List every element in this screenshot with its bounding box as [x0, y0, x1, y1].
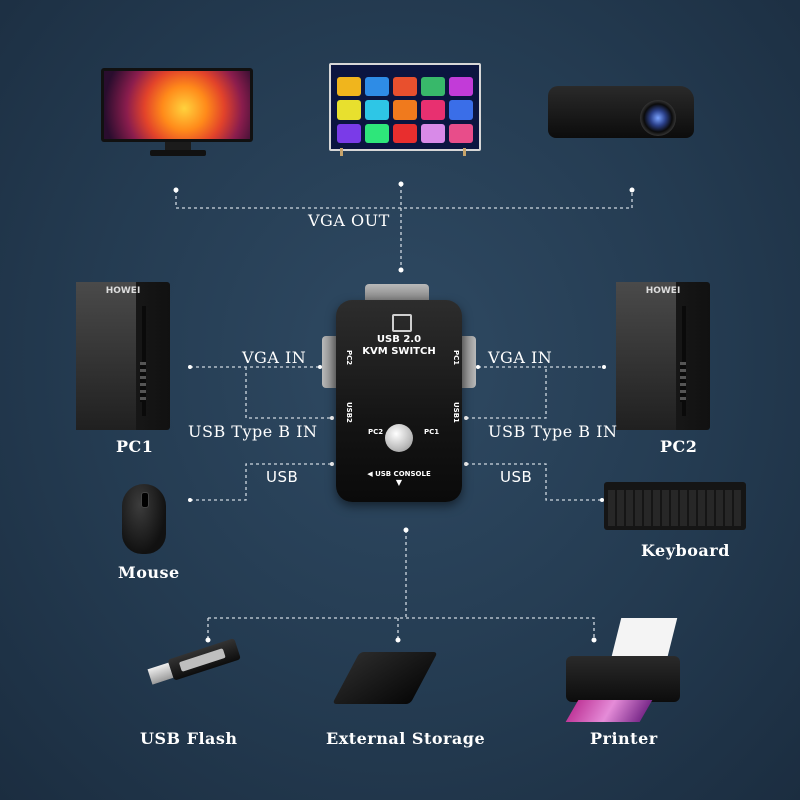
pc1-label: PC1 — [116, 437, 154, 456]
pc2-tower-image: HOWEI — [616, 282, 710, 430]
kvm-usb1-label: USB1 — [452, 402, 460, 423]
usb-right-label: USB — [500, 468, 533, 486]
mouse-label: Mouse — [118, 563, 180, 582]
usb-port-icon — [392, 314, 412, 332]
vga-in-pc2-port — [322, 336, 340, 388]
usb-b-left-line — [245, 367, 332, 419]
vga-in-right-label: VGA IN — [488, 348, 553, 367]
kvm-title-line1: USB 2.0 — [376, 334, 422, 345]
tower-brand-right: HOWEI — [645, 286, 681, 296]
usb-right-line — [466, 463, 602, 501]
bottom-bus-line — [208, 617, 595, 640]
kvm-switch-button[interactable] — [385, 424, 413, 452]
kvm-port-pc2-label: PC2 — [345, 350, 353, 366]
usb-left-label: USB — [266, 468, 299, 486]
vga-out-line — [175, 190, 633, 209]
printer-label: Printer — [590, 729, 658, 748]
usb-left-line — [190, 463, 332, 501]
kvm-usb2-label: USB2 — [345, 402, 353, 423]
kvm-title-line2: KVM SWITCH — [362, 346, 436, 357]
usb-type-b-left-label: USB Type B IN — [188, 422, 318, 441]
keyboard-label: Keyboard — [641, 541, 730, 560]
external-storage-label: External Storage — [326, 729, 486, 748]
usb-b-right-line — [466, 367, 547, 419]
vga-in-pc1-port — [458, 336, 476, 388]
keyboard-image — [604, 482, 746, 530]
vga-in-left-label: VGA IN — [242, 348, 307, 367]
kvm-body — [336, 300, 462, 502]
kvm-usb-console-label: USB CONSOLE — [375, 470, 431, 478]
usb-type-b-right-label: USB Type B IN — [488, 422, 618, 441]
kvm-console: ◀ USB CONSOLE ▼ — [336, 470, 462, 487]
kvm-pc1-label: PC1 — [424, 428, 440, 436]
pc1-tower-image: HOWEI — [76, 282, 170, 430]
kvm-title: USB 2.0 KVM SWITCH — [336, 334, 462, 358]
vga-out-label: VGA OUT — [308, 211, 390, 230]
pc2-label: PC2 — [660, 437, 698, 456]
usb-flash-label: USB Flash — [140, 729, 238, 748]
tower-brand-left: HOWEI — [105, 286, 141, 296]
left-arrow-icon: ◀ — [367, 470, 376, 478]
down-arrow-icon: ▼ — [395, 478, 403, 487]
kvm-pc2-label: PC2 — [368, 428, 384, 436]
kvm-port-pc1-label: PC1 — [452, 350, 460, 366]
